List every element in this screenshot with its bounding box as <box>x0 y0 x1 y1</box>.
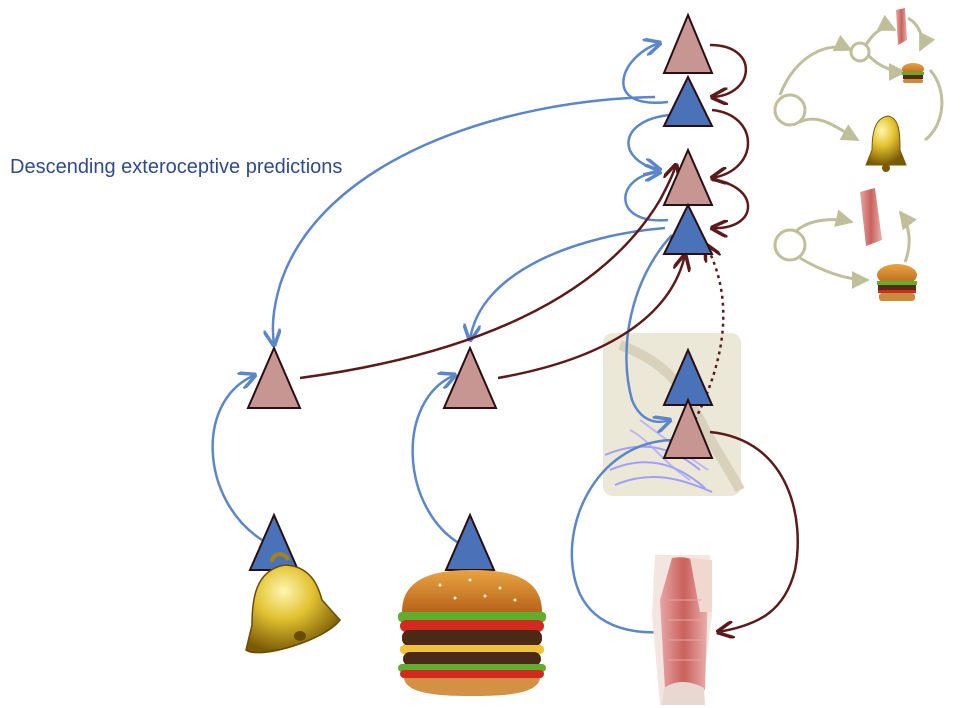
burger-icon <box>902 63 924 83</box>
descending-arrow <box>570 438 676 634</box>
bell-icon <box>245 552 341 654</box>
descending-arrow <box>273 95 656 345</box>
ascending-arrow <box>709 430 799 632</box>
burger-icon <box>877 264 917 301</box>
bell-icon <box>865 115 907 172</box>
error-unit <box>444 512 496 571</box>
descending-arrow <box>627 113 671 170</box>
prediction-unit <box>662 12 714 74</box>
muscle-icon <box>860 188 882 246</box>
descending-arrow <box>411 375 463 547</box>
prediction-unit <box>662 397 714 459</box>
hidden-state-node <box>773 228 807 262</box>
spinal-cord-icon <box>603 333 745 496</box>
ascending-arrow <box>710 43 748 97</box>
descending-arrow <box>211 375 263 542</box>
ascending-arrow <box>299 165 676 380</box>
hidden-state-node <box>773 93 807 127</box>
error-unit <box>662 74 714 127</box>
ascending-arrow <box>497 255 685 380</box>
prediction-unit <box>246 345 302 409</box>
descending-arrow <box>625 234 672 422</box>
ascending-arrow <box>712 178 750 228</box>
descending-arrow <box>470 226 666 340</box>
prediction-unit <box>442 345 498 409</box>
conditioned-model-inset <box>773 8 944 172</box>
unconditioned-model-inset <box>773 188 918 301</box>
burger-icon <box>398 570 546 696</box>
descending-arrow <box>622 43 669 105</box>
descending-predictions-label: Descending exteroceptive predictions <box>10 156 343 178</box>
muscle-icon <box>652 555 712 705</box>
hidden-state-node <box>849 41 871 63</box>
descending-prediction-arrows <box>211 43 676 634</box>
muscle-icon <box>896 8 907 45</box>
ascending-arrow <box>712 108 750 178</box>
error-unit <box>662 202 714 255</box>
neuronal-units <box>246 12 714 571</box>
